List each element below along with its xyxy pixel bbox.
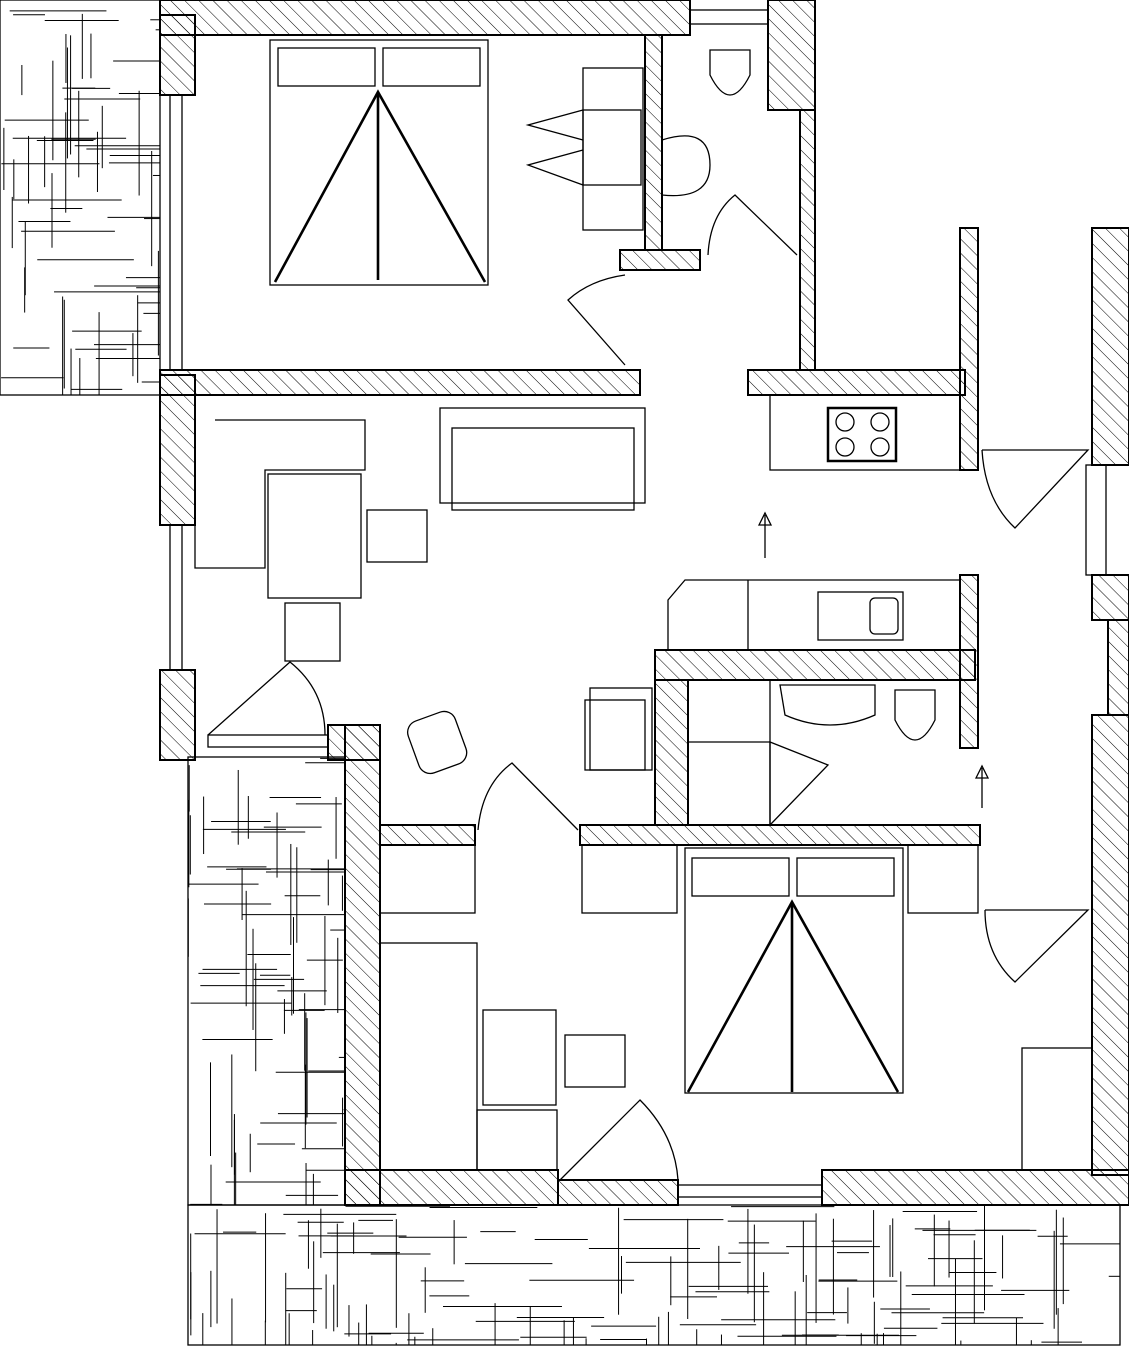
arrow-up-icon — [757, 511, 990, 808]
terrace-area — [0, 0, 161, 396]
terrace-area — [187, 756, 346, 1206]
furniture — [194, 49, 1093, 1171]
walls — [159, 0, 1129, 1206]
bed-icon — [269, 39, 904, 1094]
windows — [169, 9, 1107, 1198]
terrace-area — [187, 1204, 1121, 1346]
door-swing-icon — [207, 194, 1090, 1181]
